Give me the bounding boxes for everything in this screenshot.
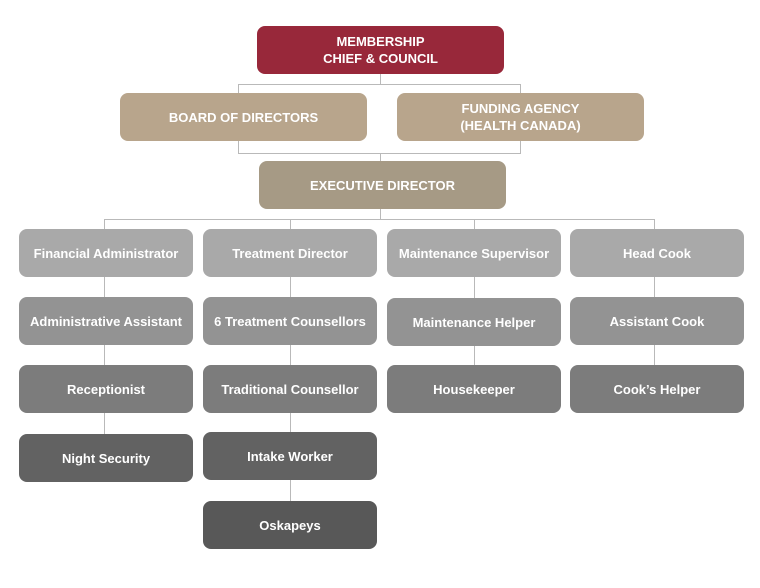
traditional-counsellor-box: Traditional Counsellor — [203, 365, 377, 413]
connector-line — [104, 277, 105, 434]
assistant-cook-box: Assistant Cook — [570, 297, 744, 345]
board-of-directors-box: BOARD OF DIRECTORS — [120, 93, 367, 141]
connector-line — [474, 219, 475, 229]
connector-line — [380, 153, 381, 161]
financial-administrator-box: Financial Administrator — [19, 229, 193, 277]
membership-box: MEMBERSHIP CHIEF & COUNCIL — [257, 26, 504, 74]
maintenance-helper-box: Maintenance Helper — [387, 298, 561, 346]
connector-line — [290, 219, 291, 229]
connector-line — [654, 219, 655, 229]
connector-line — [380, 209, 381, 219]
cooks-helper-box: Cook’s Helper — [570, 365, 744, 413]
oskapeys-box: Oskapeys — [203, 501, 377, 549]
executive-director-box: EXECUTIVE DIRECTOR — [259, 161, 506, 209]
funding-agency-box: FUNDING AGENCY (HEALTH CANADA) — [397, 93, 644, 141]
receptionist-box: Receptionist — [19, 365, 193, 413]
intake-worker-box: Intake Worker — [203, 432, 377, 480]
maintenance-supervisor-box: Maintenance Supervisor — [387, 229, 561, 277]
treatment-counsellors-box: 6 Treatment Counsellors — [203, 297, 377, 345]
connector-line — [238, 153, 521, 154]
head-cook-box: Head Cook — [570, 229, 744, 277]
connector-line — [104, 219, 655, 220]
connector-line — [238, 84, 521, 85]
administrative-assistant-box: Administrative Assistant — [19, 297, 193, 345]
connector-line — [380, 74, 381, 84]
night-security-box: Night Security — [19, 434, 193, 482]
treatment-director-box: Treatment Director — [203, 229, 377, 277]
connector-line — [104, 219, 105, 229]
housekeeper-box: Housekeeper — [387, 365, 561, 413]
